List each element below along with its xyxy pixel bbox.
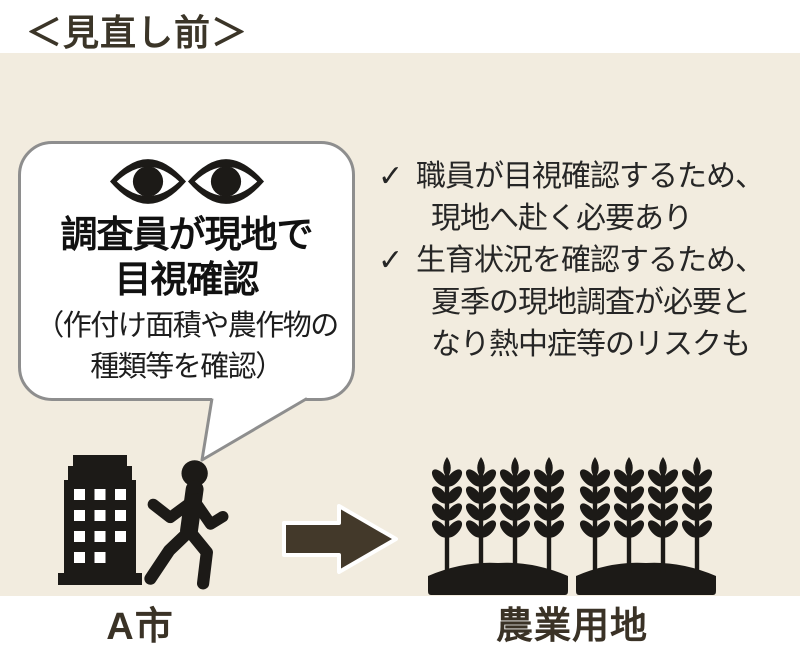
bubble-note-line1: （作付け面積や農作物の xyxy=(35,310,339,342)
wheat-group-left xyxy=(428,457,568,595)
checklist-item-2-line2: 夏季の現地調査が必要と xyxy=(431,286,751,319)
check-icon: ✓ xyxy=(378,244,403,277)
bubble-heading-line2: 目視確認 xyxy=(114,259,260,300)
checklist-item-1-line1: 職員が目視確認するため、 xyxy=(416,160,765,193)
checklist-item-2-line1: 生育状況を確認するため、 xyxy=(416,244,765,277)
check-icon: ✓ xyxy=(378,160,403,193)
wheat-group-right xyxy=(576,457,716,595)
bubble-heading-line1: 調査員が現地で xyxy=(60,214,314,255)
wheat-field-icon xyxy=(428,457,716,595)
checklist-item-2-line3: なり熱中症等のリスクも xyxy=(431,328,751,361)
speech-bubble: 調査員が現地で 目視確認 （作付け面積や農作物の 種類等を確認） xyxy=(18,141,355,401)
arrow-right-icon xyxy=(282,504,398,574)
checklist-item-2-text: 生育状況を確認するため、 夏季の現地調査が必要と なり熱中症等のリスクも xyxy=(416,240,800,366)
checklist-item-1-line2: 現地へ赴く必要あり xyxy=(431,202,693,235)
bubble-note: （作付け面積や農作物の 種類等を確認） xyxy=(21,306,352,388)
eyes-icon xyxy=(109,159,264,204)
content-panel: 調査員が現地で 目視確認 （作付け面積や農作物の 種類等を確認） ✓ 職員が目視… xyxy=(0,53,800,648)
farmland-label: 農業用地 xyxy=(496,605,648,646)
bubble-heading: 調査員が現地で 目視確認 xyxy=(21,212,352,302)
checklist-item-2: ✓ 生育状況を確認するため、 夏季の現地調査が必要と なり熱中症等のリスクも xyxy=(378,240,800,366)
walking-person-icon xyxy=(144,460,229,590)
checklist: ✓ 職員が目視確認するため、 現地へ赴く必要あり ✓ 生育状況を確認するため、 … xyxy=(378,156,800,366)
city-label: A市 xyxy=(106,606,174,648)
checklist-item-1: ✓ 職員が目視確認するため、 現地へ赴く必要あり xyxy=(378,156,800,240)
page-title: ＜見直し前＞ xyxy=(26,12,249,53)
bubble-note-line2: 種類等を確認） xyxy=(90,351,284,383)
checklist-item-1-text: 職員が目視確認するため、 現地へ赴く必要あり xyxy=(416,156,800,240)
speech-bubble-tail xyxy=(200,397,308,462)
building-icon xyxy=(58,455,142,585)
